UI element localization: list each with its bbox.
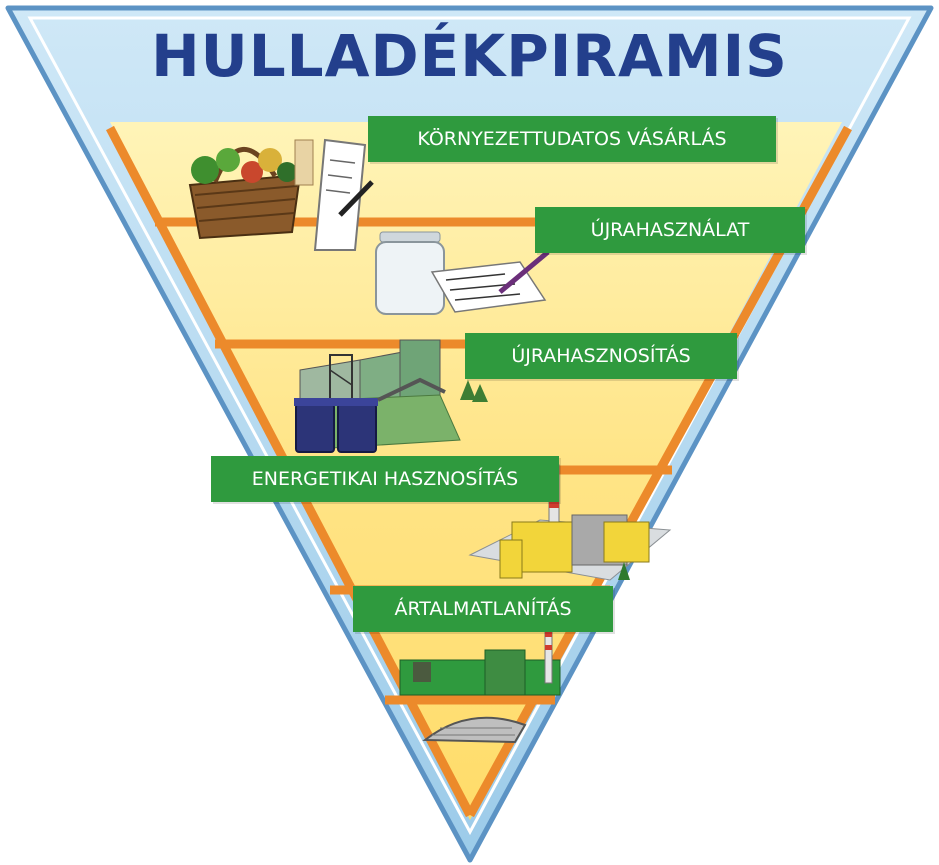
level-label-2: ÚJRAHASZNÁLAT [590,219,750,241]
level-label-4: ENERGETIKAI HASZNOSÍTÁS [251,468,519,490]
level-banner-3: ÚJRAHASZNOSÍTÁS [465,333,737,379]
level-label-5: ÁRTALMATLANÍTÁS [394,598,572,620]
level-label-3: ÚJRAHASZNOSÍTÁS [511,345,691,367]
level-label-1: KÖRNYEZETTUDATOS VÁSÁRLÁS [417,128,727,150]
level-banner-4: ENERGETIKAI HASZNOSÍTÁS [211,456,559,502]
recycling-plant-icon [294,339,488,453]
level-banner-2: ÚJRAHASZNÁLAT [535,207,805,253]
level-banner-1: KÖRNYEZETTUDATOS VÁSÁRLÁS [368,116,776,162]
landfill-icon [399,627,561,744]
diagram-title: HULLADÉKPIRAMIS [151,22,788,90]
glass-jar-icon [375,231,550,315]
shopping-basket-icon [188,138,374,251]
level-banner-5: ÁRTALMATLANÍTÁS [353,586,613,632]
